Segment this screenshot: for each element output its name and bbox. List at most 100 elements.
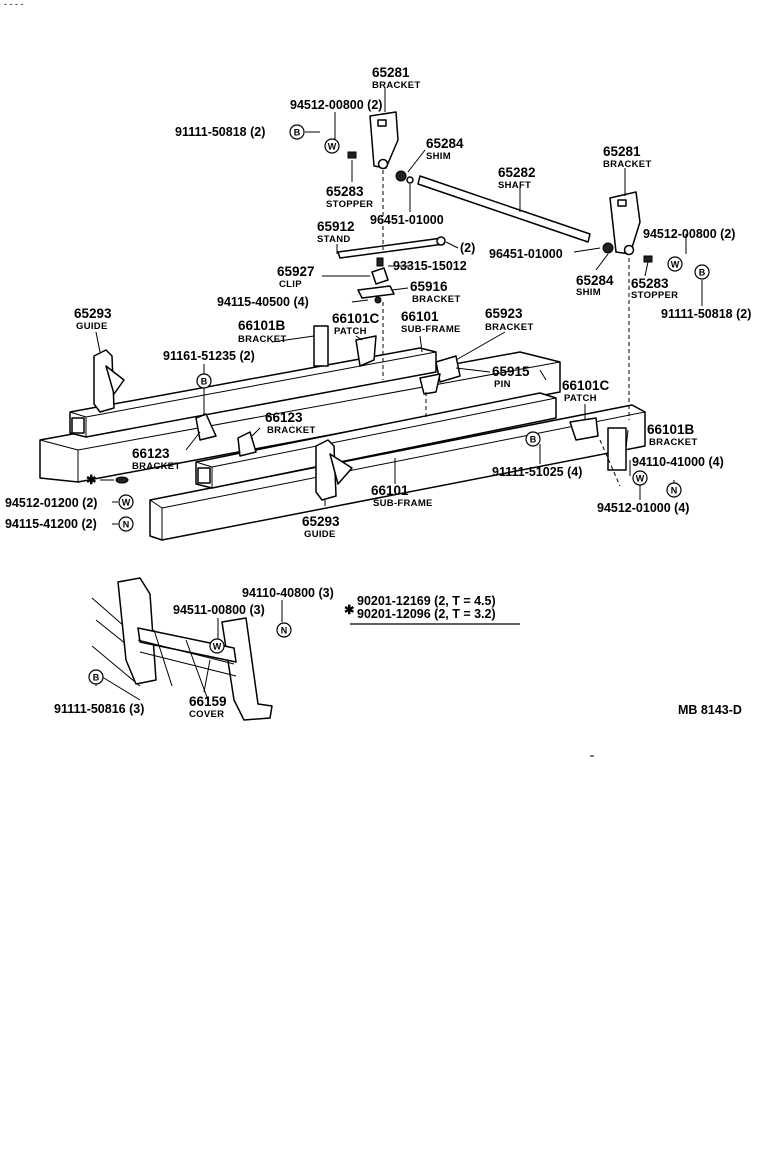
svg-text:W: W bbox=[636, 474, 645, 484]
shaft-65282 bbox=[417, 175, 591, 243]
left-stopper bbox=[347, 151, 357, 159]
bolt-symbol: B bbox=[694, 264, 710, 280]
part-number: 94115-41200 (2) bbox=[5, 517, 97, 531]
part-number: 66101 bbox=[371, 483, 409, 498]
part-number: 65283 bbox=[631, 276, 669, 291]
left-65281-bracket bbox=[369, 111, 399, 169]
corner-mark: - - - - bbox=[4, 0, 24, 9]
part-number: 65915 bbox=[492, 364, 530, 379]
part-number: 91111-50818 (2) bbox=[175, 125, 265, 139]
right-shim bbox=[602, 242, 614, 254]
right-frame-rail bbox=[149, 404, 646, 541]
part-name: GUIDE bbox=[76, 321, 108, 332]
left-66123-bracket bbox=[195, 413, 217, 441]
reference-code: MB 8143-D bbox=[678, 703, 742, 717]
part-number: 94110-41000 (4) bbox=[632, 455, 724, 469]
part-name: PIN bbox=[494, 379, 511, 390]
stand-65912 bbox=[337, 237, 445, 259]
part-name: PATCH bbox=[334, 326, 367, 337]
right-stopper bbox=[643, 255, 653, 263]
svg-text:W: W bbox=[671, 260, 680, 270]
shim-note-line2: 90201-12096 (2, T = 3.2) bbox=[357, 607, 496, 621]
svg-text:N: N bbox=[671, 486, 678, 496]
bolt-symbol: B bbox=[88, 669, 104, 685]
part-number: 93315-15012 bbox=[393, 259, 467, 273]
bolt-symbol: B bbox=[289, 124, 305, 140]
fastener-symbols: B W W B B B W N W N N W B ✱ ✱ bbox=[86, 124, 710, 685]
part-number: 66101 bbox=[401, 309, 439, 324]
part-number: 96451-01000 bbox=[489, 247, 563, 261]
part-number: 65281 bbox=[372, 65, 410, 80]
part-number: 96451-01000 bbox=[370, 213, 444, 227]
svg-text:W: W bbox=[122, 498, 131, 508]
svg-text:W: W bbox=[328, 142, 337, 152]
part-number: 65283 bbox=[326, 184, 364, 199]
part-name: COVER bbox=[189, 709, 224, 720]
left-guide bbox=[93, 349, 125, 413]
left-66101b-bracket bbox=[313, 325, 329, 367]
washer-symbol: W bbox=[632, 470, 648, 486]
part-name: BRACKET bbox=[238, 334, 287, 345]
part-name: SHIM bbox=[576, 287, 601, 298]
callout-labels: 65281 BRACKET 94512-00800 (2) 91111-5081… bbox=[5, 65, 751, 720]
right-66101c-patch bbox=[569, 417, 599, 441]
part-number: 66101C bbox=[562, 378, 610, 393]
part-name: SHAFT bbox=[498, 180, 531, 191]
part-number: 66101C bbox=[332, 311, 380, 326]
part-name: SUB-FRAME bbox=[401, 324, 461, 335]
shim-note: 90201-12169 (2, T = 4.5) 90201-12096 (2,… bbox=[350, 594, 520, 625]
part-number: 65293 bbox=[302, 514, 340, 529]
shim-note-line1: 90201-12169 (2, T = 4.5) bbox=[357, 594, 496, 608]
part-name: STOPPER bbox=[631, 290, 678, 301]
part-name: BRACKET bbox=[267, 425, 316, 436]
part-name: SUB-FRAME bbox=[373, 498, 433, 509]
part-number: 65282 bbox=[498, 165, 536, 180]
left-shim bbox=[395, 170, 407, 182]
part-number: 65281 bbox=[603, 144, 641, 159]
inset-detail-drawing bbox=[91, 577, 273, 721]
clip-65927 bbox=[371, 267, 389, 285]
part-number: 65284 bbox=[426, 136, 464, 151]
part-name: STAND bbox=[317, 234, 351, 245]
part-name: BRACKET bbox=[412, 294, 461, 305]
washer-symbol: W bbox=[324, 138, 340, 154]
leader-lines bbox=[95, 88, 703, 693]
washer-symbol: W bbox=[118, 494, 134, 510]
part-quantity: (2) bbox=[460, 241, 475, 255]
part-name: STOPPER bbox=[326, 199, 373, 210]
washer-symbol: W bbox=[209, 638, 225, 654]
part-number: 94512-01000 (4) bbox=[597, 501, 689, 515]
bracket-65916 bbox=[357, 285, 395, 299]
nut-symbol: N bbox=[118, 516, 134, 532]
part-number: 94512-00800 (2) bbox=[290, 98, 382, 112]
part-name: CLIP bbox=[279, 279, 302, 290]
right-66101b-bracket bbox=[607, 427, 627, 471]
part-name: BRACKET bbox=[603, 159, 652, 170]
part-name: BRACKET bbox=[132, 461, 181, 472]
part-number: 66101B bbox=[238, 318, 286, 333]
frame-assembly-drawing bbox=[39, 325, 646, 541]
bolt-symbol: B bbox=[196, 373, 212, 389]
left-66101c-patch bbox=[355, 335, 377, 367]
part-number: 65284 bbox=[576, 273, 614, 288]
part-name: BRACKET bbox=[485, 322, 534, 333]
nut-symbol: N bbox=[276, 622, 292, 638]
svg-text:B: B bbox=[530, 435, 537, 445]
part-number: 66123 bbox=[132, 446, 170, 461]
nut-symbol: N bbox=[666, 482, 682, 498]
part-number: 66101B bbox=[647, 422, 695, 437]
svg-text:B: B bbox=[93, 673, 100, 683]
shaft-assembly-drawing bbox=[337, 111, 653, 304]
svg-text:B: B bbox=[699, 268, 706, 278]
part-number: 94512-00800 (2) bbox=[643, 227, 735, 241]
right-sub-frame bbox=[195, 392, 557, 489]
part-name: SHIM bbox=[426, 151, 451, 162]
right-66123-bracket bbox=[237, 431, 257, 457]
svg-text:W: W bbox=[213, 642, 222, 652]
right-65281-bracket bbox=[609, 191, 641, 255]
part-number: 66123 bbox=[265, 410, 303, 425]
right-guide bbox=[315, 439, 353, 501]
left-sub-frame bbox=[69, 347, 437, 438]
svg-text:B: B bbox=[294, 128, 301, 138]
part-number: 91161-51235 (2) bbox=[163, 349, 255, 363]
